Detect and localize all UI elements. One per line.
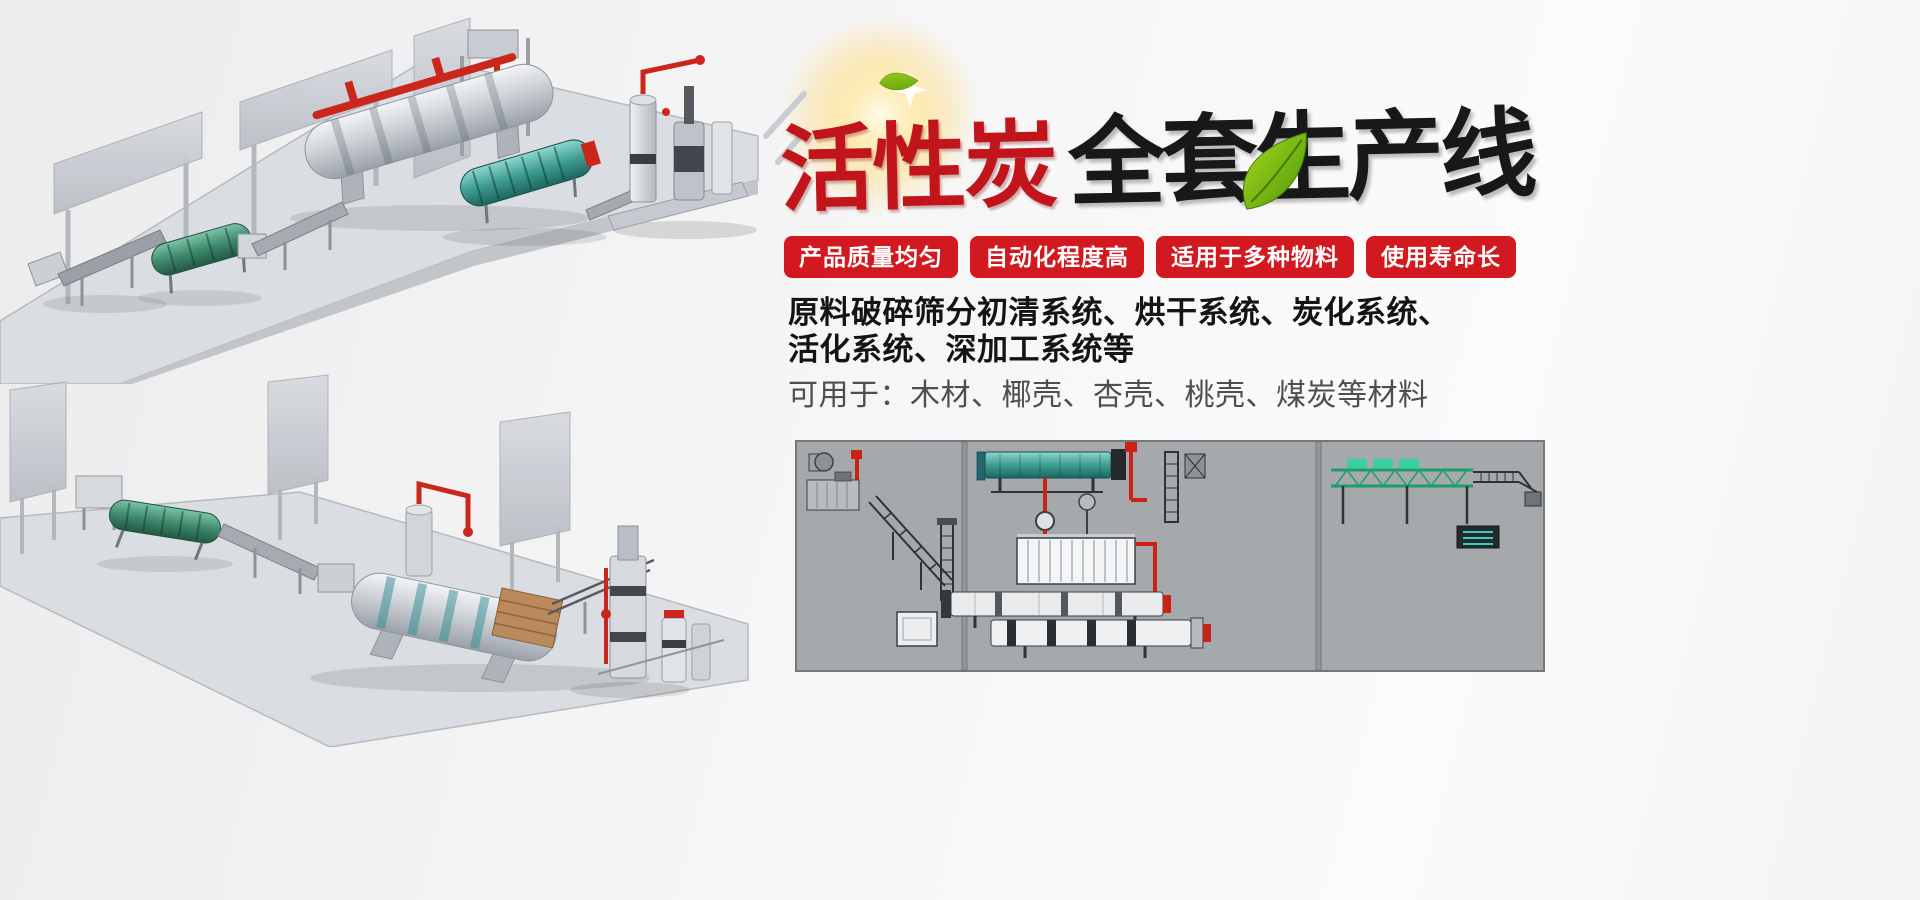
rear-tank [405, 480, 473, 577]
title-glow-decoration [763, 15, 980, 215]
production-line-3d-render-bottom [0, 374, 749, 747]
main-title: 活性炭全套生产线 [779, 74, 1535, 231]
activation-drum [351, 572, 557, 684]
activation-furnace-tower [597, 525, 725, 683]
brick-kiln-box [491, 587, 564, 649]
wall-divider-1 [961, 441, 968, 671]
carbonization-furnace [607, 55, 749, 231]
feature-badge-quality: 产品质量均匀 [784, 236, 958, 278]
schematic-packing-section [1331, 459, 1542, 549]
feature-badge-lifespan: 使用寿命长 [1366, 236, 1516, 278]
systems-line-2: 活化系统、深加工系统等 [788, 332, 1135, 367]
washing-drum-bottom [108, 499, 221, 561]
title-rest: 全套生产线 [1067, 99, 1535, 218]
feature-badge-automation: 自动化程度高 [970, 236, 1144, 278]
systems-description: 原料破碎筛分初清系统、烘干系统、炭化系统、 活化系统、深加工系统等 [788, 294, 1450, 368]
rotary-dryer [304, 53, 554, 205]
feature-badges: 产品质量均匀 自动化程度高 适用于多种物料 使用寿命长 [784, 236, 1516, 278]
systems-line-1: 原料破碎筛分初清系统、烘干系统、炭化系统、 [788, 295, 1450, 330]
materials-line: 可用于：木材、椰壳、杏壳、桃壳、煤炭等材料 [788, 379, 1429, 412]
schematic-crusher-section [806, 450, 957, 647]
transfer-conveyor [237, 201, 349, 270]
wall-divider-2 [1315, 441, 1322, 671]
canopy-panels-bottom [9, 374, 571, 598]
production-line-plan-schematic [795, 440, 1545, 672]
schematic-dryer-section [941, 442, 1211, 658]
feature-badge-materials: 适用于多种物料 [1156, 236, 1354, 278]
brush-speed-lines [763, 91, 807, 165]
granulator-drum [460, 139, 601, 224]
production-line-3d-render-top [0, 17, 759, 384]
feed-conveyor [27, 229, 167, 306]
title-highlight: 活性炭 [779, 112, 1058, 223]
transfer-conveyor-bottom [217, 523, 355, 594]
title-glow [780, 15, 980, 215]
